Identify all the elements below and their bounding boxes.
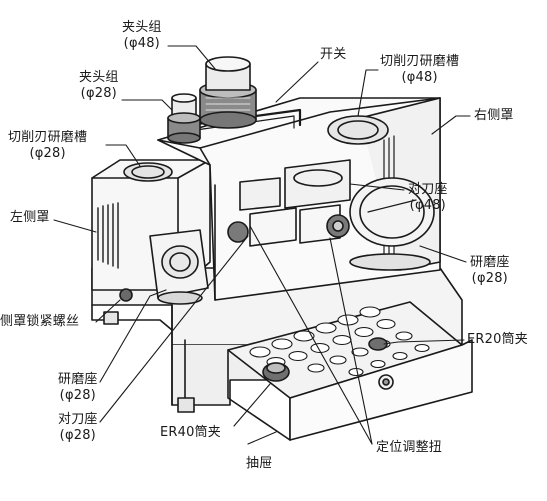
label-grind-seat-48: 研磨座 (φ28)	[470, 255, 510, 287]
label-clamp-28: 夹头组 (φ28)	[79, 70, 119, 102]
label-positioning-knob-name: 定位调整扭	[376, 440, 443, 455]
label-er40: ER40筒夹	[160, 425, 221, 441]
label-grind-seat-28: 研磨座 (φ28)	[58, 372, 98, 404]
label-grind-seat-48-spec: (φ28)	[471, 271, 508, 286]
label-drawer: 抽屉	[246, 456, 272, 472]
label-positioning-knob: 定位调整扭	[376, 440, 442, 456]
leader-lines	[53, 45, 471, 445]
label-grind-seat-48-name: 研磨座	[470, 255, 510, 270]
holder-48-illustration	[227, 159, 351, 247]
label-er40-name: ER40筒夹	[160, 425, 221, 440]
label-clamp-48: 夹头组 (φ48)	[122, 20, 162, 52]
label-grind-seat-28-name: 研磨座	[58, 372, 98, 387]
label-holder-48-name: 对刀座	[408, 182, 448, 197]
label-holder-28-name: 对刀座	[58, 412, 98, 427]
label-left-cover-name: 左侧罩	[10, 210, 50, 225]
label-clamp-48-name: 夹头组	[122, 20, 162, 35]
clamp-28-illustration	[167, 93, 201, 144]
label-groove-28-spec: (φ28)	[29, 146, 66, 161]
label-holder-28-spec: (φ28)	[59, 428, 96, 443]
label-clamp-48-spec: (φ48)	[123, 36, 160, 51]
label-drawer-name: 抽屉	[246, 456, 273, 471]
label-left-cover: 左侧罩	[10, 210, 50, 226]
label-er20-name: ER20筒夹	[467, 332, 528, 347]
label-lock-screw: 侧罩锁紧螺丝	[0, 314, 79, 330]
label-clamp-28-spec: (φ28)	[80, 86, 117, 101]
label-groove-28: 切削刃研磨槽 (φ28)	[8, 130, 87, 162]
label-groove-48-spec: (φ48)	[401, 70, 438, 85]
label-switch-name: 开关	[320, 47, 347, 62]
label-grind-seat-28-spec: (φ28)	[59, 388, 96, 403]
label-groove-48: 切削刃研磨槽 (φ48)	[380, 54, 459, 86]
label-groove-28-name: 切削刃研磨槽	[8, 130, 88, 145]
drawer-illustration	[227, 301, 473, 441]
label-holder-28: 对刀座 (φ28)	[58, 412, 98, 444]
label-clamp-28-name: 夹头组	[79, 70, 119, 85]
lock-screw-illustration	[119, 288, 133, 302]
groove-48-illustration	[327, 115, 389, 145]
clamp-48-illustration	[199, 56, 257, 129]
label-er20: ER20筒夹	[467, 332, 528, 348]
grind-seat-28-illustration	[149, 229, 209, 305]
label-switch: 开关	[320, 47, 346, 63]
label-groove-48-name: 切削刃研磨槽	[380, 54, 460, 69]
label-holder-48-spec: (φ48)	[409, 198, 446, 213]
grind-seat-48-illustration	[349, 177, 435, 271]
label-holder-48: 对刀座 (φ48)	[408, 182, 448, 214]
label-right-cover-name: 右侧罩	[474, 108, 514, 123]
label-lock-screw-name: 侧罩锁紧螺丝	[0, 314, 80, 329]
label-right-cover: 右侧罩	[474, 108, 514, 124]
